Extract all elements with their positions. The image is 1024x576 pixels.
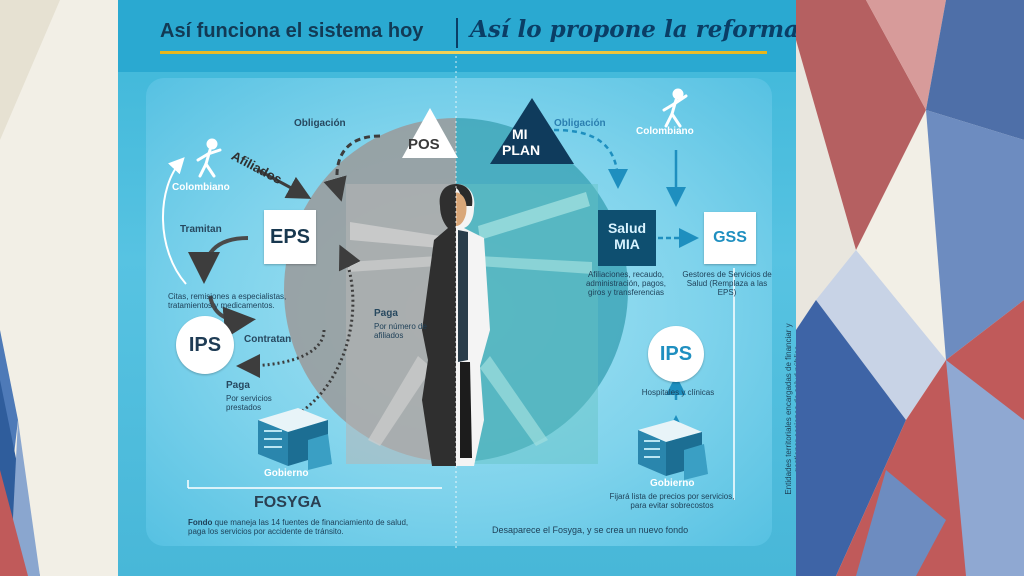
salud-mia-box: Salud MIA — [598, 210, 656, 266]
ips-circle-left: IPS — [176, 316, 234, 374]
obligacion-right-label: Obligación — [554, 118, 606, 129]
fondo-description: Fondo que maneja las 14 fuentes de finan… — [188, 518, 416, 536]
contratan-label: Contratan — [244, 334, 292, 345]
paga-afiliados-title: Paga — [374, 308, 398, 319]
ips-circle-right: IPS — [648, 326, 704, 382]
fondo-bold: Fondo — [188, 518, 213, 527]
title-reform: Así lo propone la reforma — [470, 16, 796, 43]
mia-label: MIA — [614, 236, 640, 252]
desaparece-note: Desaparece el Fosyga, y se crea un nuevo… — [492, 525, 689, 535]
gestores-description: Gestores de Servicios de Salud (Remplaza… — [682, 270, 772, 297]
pos-triangle — [402, 108, 458, 158]
obligacion-left-label: Obligación — [294, 118, 346, 129]
gobierno-left-label: Gobierno — [264, 468, 309, 479]
gss-box: GSS — [704, 212, 756, 264]
fosyga-label: FOSYGA — [254, 494, 322, 511]
infographic-panel: Así funciona el sistema hoy Así lo propo… — [118, 0, 796, 576]
paga-servicios-desc: Por servicios prestados — [226, 394, 272, 412]
colombiano-right-figure-lines — [662, 88, 688, 128]
pos-label: POS — [408, 136, 440, 153]
colombiano-right-label: Colombiano — [636, 126, 694, 137]
salud-label: Salud — [607, 220, 647, 236]
entidades-vertical-note: Entidades territoriales encargadas de fi… — [784, 323, 796, 495]
title-separator — [456, 18, 458, 48]
mi-plan-triangle — [490, 98, 574, 164]
slide-decoration-right — [796, 0, 1024, 576]
figure-left-silhouette — [422, 184, 456, 466]
tramitan-label: Tramitan — [180, 224, 222, 235]
plan-label: PLAN — [502, 142, 541, 158]
diagram-artwork — [162, 56, 735, 548]
hospitales-description: Hospitales y clínicas — [641, 388, 715, 397]
gobierno-right-label: Gobierno — [650, 478, 695, 489]
fijara-description: Fijará lista de precios por servicios, p… — [609, 492, 735, 510]
eps-box: EPS — [264, 210, 316, 264]
afiliaciones-description: Afiliaciones, recaudo, administración, p… — [585, 270, 667, 297]
paga-afiliados-desc: Por número de afiliados — [374, 322, 427, 340]
fondo-rest: que maneja las 14 fuentes de financiamie… — [188, 518, 409, 536]
colombiano-left-label: Colombiano — [172, 182, 230, 193]
citas-description: Citas, remisiones a especialistas, trata… — [168, 292, 287, 310]
title-underline — [160, 51, 767, 54]
slide-decoration-left — [0, 0, 118, 576]
gobierno-building-left — [258, 408, 332, 470]
title-current-system: Así funciona el sistema hoy — [160, 20, 424, 42]
gobierno-building-right — [638, 420, 708, 480]
colombiano-left-figure-lines — [196, 138, 222, 178]
paga-servicios-title: Paga — [226, 380, 250, 391]
mi-label: MI — [512, 126, 528, 142]
